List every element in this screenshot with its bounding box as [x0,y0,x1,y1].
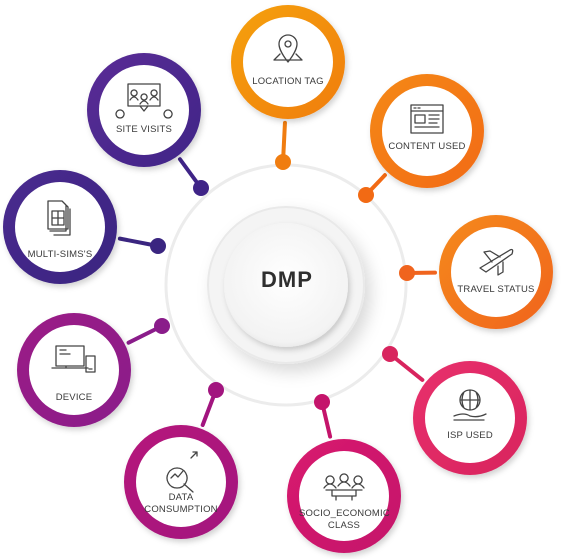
node-data-consumption [124,425,238,539]
node-label-travel-status: TRAVEL STATUS [457,284,535,295]
node-content-used [370,74,484,188]
devices-icon [51,345,96,373]
node-label-multi-sims: MULTI-SIMS'S [27,249,93,260]
node-travel-status [439,215,553,329]
location-pin-icon [273,34,303,63]
data-search-icon [166,451,198,493]
web-content-icon [410,104,444,134]
globe-hand-icon [453,389,487,421]
connector-dot-socio-economic [314,394,330,410]
node-inner [451,227,541,317]
node-inner [425,373,515,463]
connector-dot-site-visits [193,180,209,196]
connectors [117,120,438,439]
node-label-isp-used: ISP USED [447,430,493,441]
node-site-visits [87,53,201,167]
node-bubbles [3,5,553,553]
node-label-socio-economic: SOCIO_ECONOMIC CLASS [299,508,390,531]
sim-cards-icon [47,200,71,236]
connector-dot-multi-sims [150,238,166,254]
node-label-device: DEVICE [55,392,93,403]
site-visitors-icon [115,83,173,119]
node-isp-used [413,361,527,475]
node-inner [15,182,105,272]
node-inner [29,325,119,415]
node-label-location-tag: LOCATION TAG [252,76,324,87]
node-multi-sims [3,170,117,284]
connector-dot-content-used [358,187,374,203]
connector-dot-isp-used [382,346,398,362]
people-group-icon [323,473,365,501]
connector-dot-device [154,318,170,334]
center-hub [207,206,365,364]
node-inner [382,86,472,176]
node-label-site-visits: SITE VISITS [115,124,173,135]
airplane-icon [479,248,514,276]
center-label: DMP [261,267,313,292]
connector-dot-location-tag [275,154,291,170]
connector-dot-data-consumption [208,382,224,398]
connector-dot-travel-status [399,265,415,281]
node-inner [136,437,226,527]
node-label-data-consumption: DATA CONSUMPTION [144,492,218,515]
node-location-tag [231,5,345,119]
node-device [17,313,131,427]
node-socio-economic [287,439,401,553]
node-label-content-used: CONTENT USED [388,141,466,152]
